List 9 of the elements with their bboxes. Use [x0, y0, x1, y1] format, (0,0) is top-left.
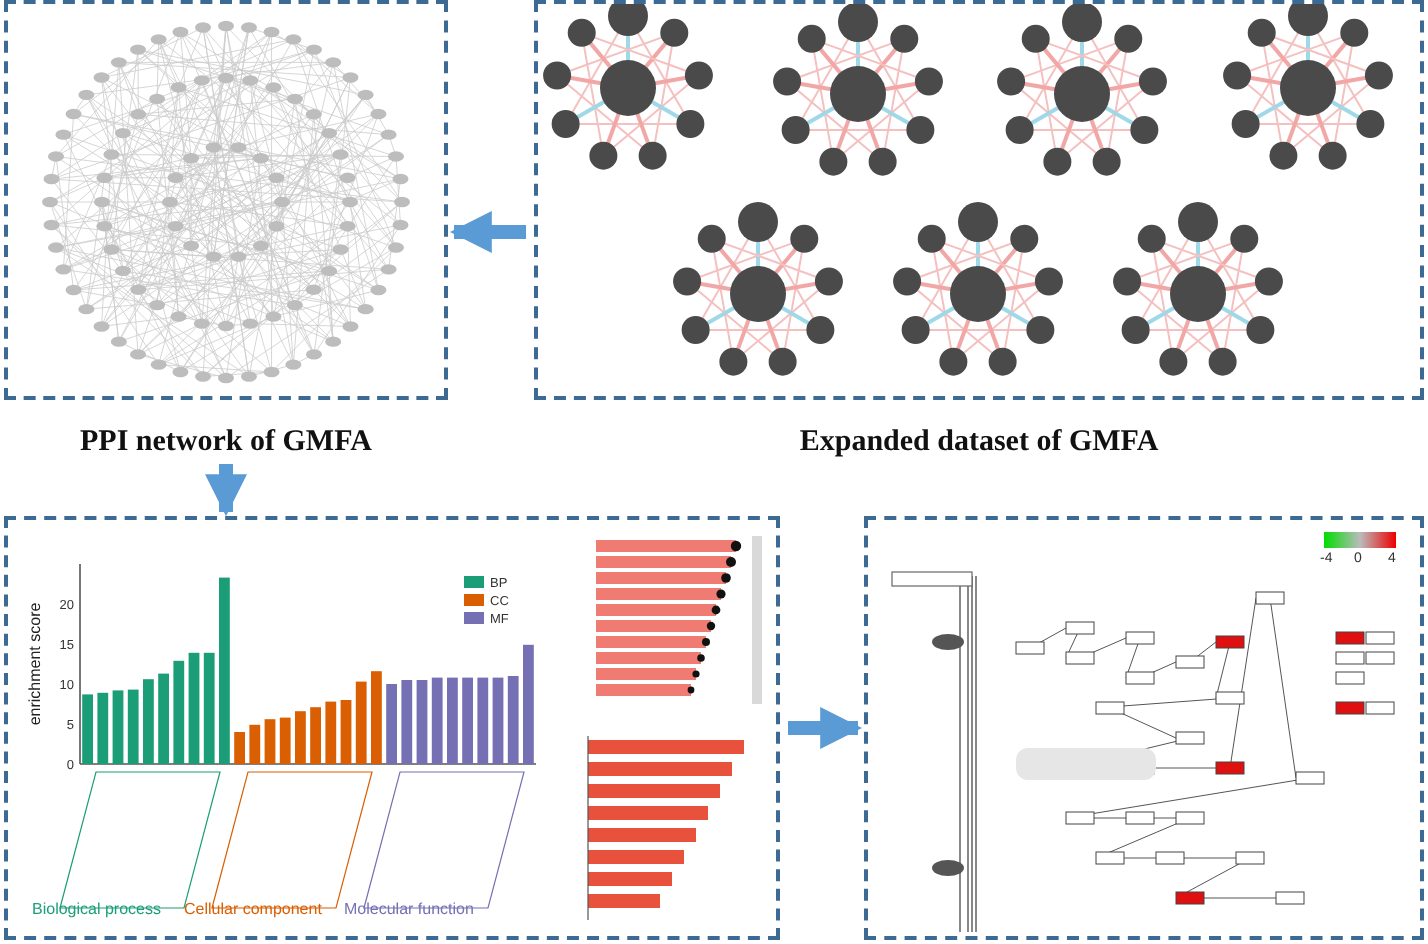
arrow	[205, 464, 247, 517]
arrow	[788, 707, 863, 749]
group-label: Molecular function	[344, 900, 474, 918]
group-label: Cellular component	[184, 900, 322, 918]
axis-title: enrichment score	[26, 602, 44, 726]
arrow	[449, 211, 526, 253]
panel-caption: Expanded dataset of GMFA	[797, 426, 1161, 460]
group-label: Biological process	[32, 900, 161, 918]
panel-caption: PPI network of GMFA	[78, 426, 374, 460]
